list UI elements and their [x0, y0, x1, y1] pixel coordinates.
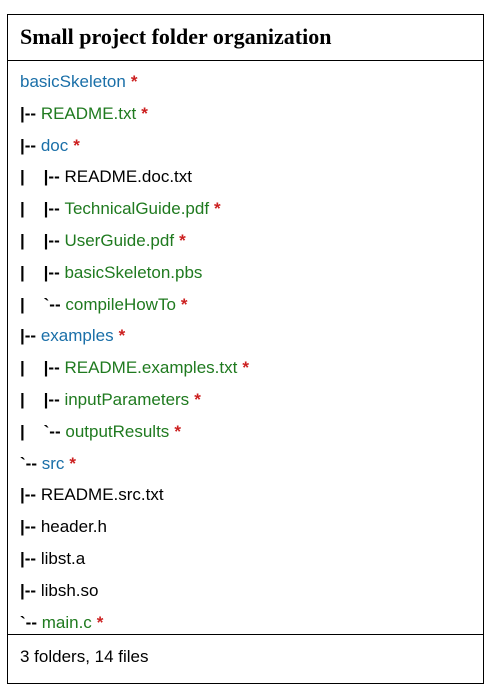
file-name: basicSkeleton.pbs	[64, 262, 203, 282]
tree-row: |-- README.src.txt	[20, 481, 164, 509]
tree-branch-prefix: | |--	[20, 390, 65, 409]
tree-row: | |-- inputParameters*	[20, 386, 201, 414]
file-name: README.src.txt	[40, 485, 164, 505]
folder-tree: basicSkeleton*|-- README.txt*|-- doc*| |…	[8, 61, 483, 635]
file-name: README.doc.txt	[64, 167, 192, 187]
summary-footer: 3 folders, 14 files	[20, 647, 149, 666]
tree-branch-prefix: |--	[20, 517, 41, 537]
file-name: compileHowTo	[65, 294, 176, 314]
file-name: inputParameters	[64, 390, 190, 409]
asterisk-marker: *	[130, 72, 138, 91]
tree-row: | `-- compileHowTo*	[20, 291, 188, 319]
tree-branch-prefix: | `--	[20, 421, 66, 441]
file-name: UserGuide.pdf	[64, 231, 175, 250]
file-name: TechnicalGuide.pdf	[64, 199, 210, 219]
tree-branch-prefix: | `--	[20, 294, 66, 314]
file-name: libsh.so	[40, 580, 99, 600]
folder-name: examples	[40, 326, 114, 346]
tree-branch-prefix: |--	[20, 103, 41, 123]
tree-row: basicSkeleton*	[20, 68, 137, 96]
asterisk-marker: *	[180, 294, 188, 314]
folder-name: src	[41, 453, 65, 473]
tree-row: | |-- TechnicalGuide.pdf*	[20, 195, 221, 223]
asterisk-marker: *	[214, 199, 221, 219]
asterisk-marker: *	[242, 358, 249, 378]
asterisk-marker: *	[179, 231, 186, 250]
tree-branch-prefix: |--	[20, 549, 41, 568]
tree-branch-prefix: |--	[20, 135, 41, 155]
panel-header: Small project folder organization	[8, 15, 483, 61]
asterisk-marker: *	[194, 390, 201, 409]
file-name: README.txt	[40, 103, 137, 123]
tree-branch-prefix: `--	[20, 612, 42, 632]
tree-row: | |-- README.doc.txt	[20, 163, 192, 191]
tree-branch-prefix: |--	[20, 326, 41, 346]
folder-name: basicSkeleton	[20, 72, 126, 91]
tree-row: | |-- UserGuide.pdf*	[20, 227, 186, 255]
tree-branch-prefix: | |--	[20, 231, 65, 250]
tree-row: |-- libst.a	[20, 545, 85, 573]
folder-tree-panel: Small project folder organization basicS…	[7, 14, 484, 684]
tree-branch-prefix: | |--	[20, 358, 65, 378]
tree-row: `-- src*	[20, 450, 76, 478]
tree-row: | `-- outputResults*	[20, 418, 181, 446]
tree-row: `-- main.c*	[20, 609, 103, 637]
asterisk-marker: *	[118, 326, 126, 346]
tree-branch-prefix: | |--	[20, 262, 65, 282]
folder-name: doc	[40, 135, 69, 155]
tree-row: |-- README.txt*	[20, 100, 148, 128]
asterisk-marker: *	[69, 453, 77, 473]
file-name: outputResults	[65, 421, 170, 441]
asterisk-marker: *	[96, 612, 104, 632]
file-name: header.h	[40, 517, 107, 537]
tree-row: |-- doc*	[20, 132, 80, 160]
file-name: libst.a	[40, 549, 86, 568]
tree-row: | |-- README.examples.txt*	[20, 354, 249, 382]
tree-branch-prefix: |--	[20, 485, 41, 505]
asterisk-marker: *	[73, 135, 80, 155]
file-name: README.examples.txt	[64, 358, 238, 378]
tree-branch-prefix: `--	[20, 453, 42, 473]
file-name: main.c	[41, 612, 92, 632]
tree-row: |-- header.h	[20, 513, 107, 541]
tree-branch-prefix: |--	[20, 580, 41, 600]
tree-branch-prefix: | |--	[20, 167, 65, 187]
tree-row: | |-- basicSkeleton.pbs	[20, 259, 202, 287]
tree-row: |-- examples*	[20, 322, 125, 350]
tree-row: |-- libsh.so	[20, 577, 98, 605]
panel-title: Small project folder organization	[20, 24, 332, 49]
tree-branch-prefix: | |--	[20, 199, 65, 219]
asterisk-marker: *	[174, 421, 181, 441]
asterisk-marker: *	[141, 103, 148, 123]
